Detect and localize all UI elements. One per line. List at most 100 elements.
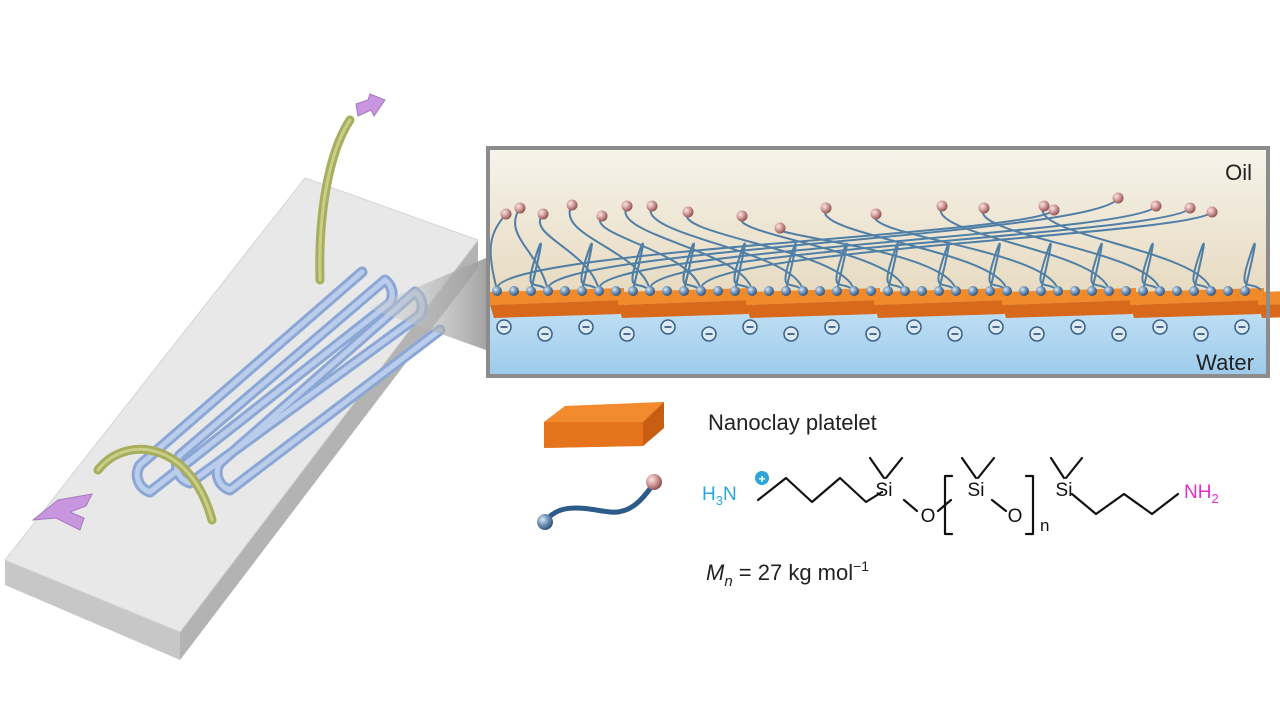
anchor-bead: [832, 286, 842, 296]
anchor-bead: [1036, 286, 1046, 296]
anchor-bead: [764, 286, 774, 296]
silicon-atom-1: Si: [876, 480, 893, 501]
anchor-bead: [628, 286, 638, 296]
oxygen-atom-2: O: [1008, 506, 1023, 527]
negative-charge-icon: [619, 326, 635, 342]
polymer-chain-icon: [537, 474, 662, 530]
anchor-bead: [1087, 286, 1097, 296]
molecular-weight: Mn = 27 kg mol−1: [706, 558, 869, 590]
nanoclay-platelet: [1002, 288, 1136, 318]
ammonium-group: H3N: [702, 484, 737, 508]
negative-charge-icon: [1152, 319, 1168, 335]
microfluidic-device: [4, 93, 486, 660]
anchor-bead: [645, 286, 655, 296]
anchor-bead: [492, 286, 502, 296]
anchor-bead: [1053, 286, 1063, 296]
negative-charge-icon: [988, 319, 1004, 335]
inlet-tubing-highlight: [96, 447, 214, 522]
negative-charge-icon: [701, 326, 717, 342]
anchor-bead: [866, 286, 876, 296]
negative-charge-icon: [824, 319, 840, 335]
anchor-bead: [1002, 286, 1012, 296]
negative-charge-icon: [537, 326, 553, 342]
anchor-bead: [917, 286, 927, 296]
anchor-bead: [1019, 286, 1029, 296]
polymer-layer: [489, 192, 1262, 296]
anchor-bead: [951, 286, 961, 296]
polymer-chain: [546, 192, 1124, 291]
nanoclay-platelet-icon: [544, 402, 664, 448]
polymer-chain: [699, 206, 1218, 291]
anchor-bead: [985, 286, 995, 296]
negative-charge-icon: [742, 319, 758, 335]
negative-charge-icon: [1234, 319, 1250, 335]
anchor-bead: [883, 286, 893, 296]
anchor-bead: [526, 286, 536, 296]
amine-group: NH2: [1184, 482, 1219, 506]
polymer-chain: [936, 200, 1160, 291]
anchor-bead: [1121, 286, 1131, 296]
anchor-bead: [509, 286, 519, 296]
polymer-chain: [495, 204, 1060, 291]
negative-charge-icon: [578, 319, 594, 335]
negative-charge-icon: [906, 319, 922, 335]
negative-charge-icon: [783, 326, 799, 342]
anchor-bead: [1155, 286, 1165, 296]
anchor-bead: [679, 286, 689, 296]
zoom-callout: [368, 258, 486, 350]
anchor-bead: [1104, 286, 1114, 296]
nanoclay-platelet: [490, 288, 624, 318]
interface-inset: Oil Water: [486, 146, 1280, 378]
polymer-chain: [774, 222, 1007, 291]
polymer-chain: [978, 202, 1211, 291]
anchor-bead: [849, 286, 859, 296]
nanoclay-platelet: [746, 288, 880, 318]
negative-charge-icon: [947, 326, 963, 342]
anchor-bead: [696, 286, 706, 296]
negative-charge-icon: [865, 326, 881, 342]
legend: Nanoclay platelet H3N +: [537, 402, 1219, 590]
serpentine-channel: [131, 266, 446, 498]
negative-charge-icon: [1029, 326, 1045, 342]
silicon-atom-2: Si: [968, 480, 985, 501]
anchor-bead: [1206, 286, 1216, 296]
polymer-structure: H3N + Si O Si O n Si: [702, 456, 1219, 536]
repeat-subscript: n: [1040, 516, 1049, 535]
negative-charge-icon: [1193, 326, 1209, 342]
anchor-bead: [560, 286, 570, 296]
polymer-chain: [1038, 200, 1262, 291]
positive-charge-symbol: +: [758, 472, 765, 486]
polymer-chain: [648, 202, 1196, 291]
polymer-chain: [870, 208, 1109, 291]
positive-charge-icon: [755, 471, 769, 485]
oxygen-atom-1: O: [921, 506, 936, 527]
anchor-bead: [1223, 286, 1233, 296]
negative-charge-icon: [496, 319, 512, 335]
anchor-bead: [577, 286, 587, 296]
flow-arrow-icon: [31, 493, 93, 531]
anchor-bead: [798, 286, 808, 296]
outlet-tubing-highlight: [318, 118, 352, 282]
oil-phase: [490, 150, 1266, 300]
device-front: [180, 240, 478, 660]
anchor-bead: [900, 286, 910, 296]
charge-layer: [496, 319, 1250, 342]
anchor-bead: [730, 286, 740, 296]
silicon-atom-3: Si: [1056, 480, 1073, 501]
anchor-bead: [1070, 286, 1080, 296]
anchor-bead: [781, 286, 791, 296]
anchor-bead: [594, 286, 604, 296]
flow-arrow-icon: [355, 93, 386, 117]
anchor-bead: [1172, 286, 1182, 296]
negative-charge-icon: [1070, 319, 1086, 335]
anchor-bead: [713, 286, 723, 296]
anchor-bead: [1138, 286, 1148, 296]
negative-charge-icon: [1111, 326, 1127, 342]
anchor-bead: [662, 286, 672, 296]
anchor-bead: [968, 286, 978, 296]
anchor-bead: [611, 286, 621, 296]
anchor-bead: [1240, 286, 1250, 296]
negative-charge-icon: [660, 319, 676, 335]
anchor-bead: [543, 286, 553, 296]
